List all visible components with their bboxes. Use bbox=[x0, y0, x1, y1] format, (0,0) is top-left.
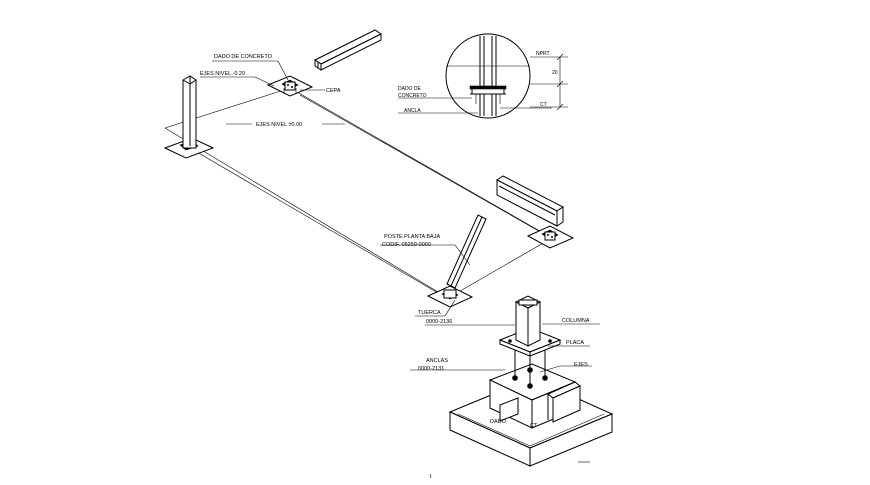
right-beam bbox=[496, 175, 564, 227]
label-poste-planta-baja: POSTE PLANTA BAJA bbox=[384, 234, 440, 240]
top-footing bbox=[266, 75, 314, 97]
label-anclas-code: 0000-2131 bbox=[418, 366, 444, 372]
label-ct-detail: CT bbox=[540, 102, 547, 108]
label-anclas: ANCLAS bbox=[426, 358, 448, 364]
label-cepa: CEPA bbox=[326, 88, 341, 94]
label-columna: COLUMNA bbox=[562, 318, 590, 324]
label-placa: PLACA bbox=[566, 340, 584, 346]
detail-circle bbox=[445, 33, 531, 119]
label-tuerca: TUERCA bbox=[418, 310, 441, 316]
label-codif: CODIF. 05250-0000 bbox=[382, 242, 431, 248]
label-dado-concreto-top: DADO DE CONCRETO bbox=[214, 54, 273, 60]
label-dado-de: DADO DE bbox=[398, 86, 421, 92]
label-ct-base: CT bbox=[530, 423, 538, 429]
detail-dimensions bbox=[530, 53, 568, 111]
label-ancla-detail: ANCLA bbox=[404, 108, 421, 114]
label-ejes-nivel-neg: EJES NIVEL -0.20 bbox=[200, 71, 245, 77]
label-ejes-nivel-cero: EJES NIVEL ±0.00 bbox=[256, 122, 302, 128]
stray-marks bbox=[429, 461, 590, 479]
top-beam bbox=[314, 29, 382, 71]
right-footing bbox=[526, 225, 575, 249]
bottom-footing bbox=[426, 214, 487, 308]
label-dado: DADO bbox=[490, 419, 507, 425]
grid-outline bbox=[164, 87, 559, 301]
label-nprt: NPRT bbox=[536, 51, 550, 57]
label-concreto: CONCRETO bbox=[398, 93, 427, 99]
label-dim-20: 20 bbox=[552, 70, 558, 76]
left-column-footing bbox=[163, 75, 215, 159]
base-detail bbox=[448, 295, 614, 467]
leader-lines bbox=[200, 60, 600, 373]
label-tuerca-code: 0000-2136 bbox=[426, 319, 452, 325]
label-ejes: EJES bbox=[574, 362, 588, 368]
